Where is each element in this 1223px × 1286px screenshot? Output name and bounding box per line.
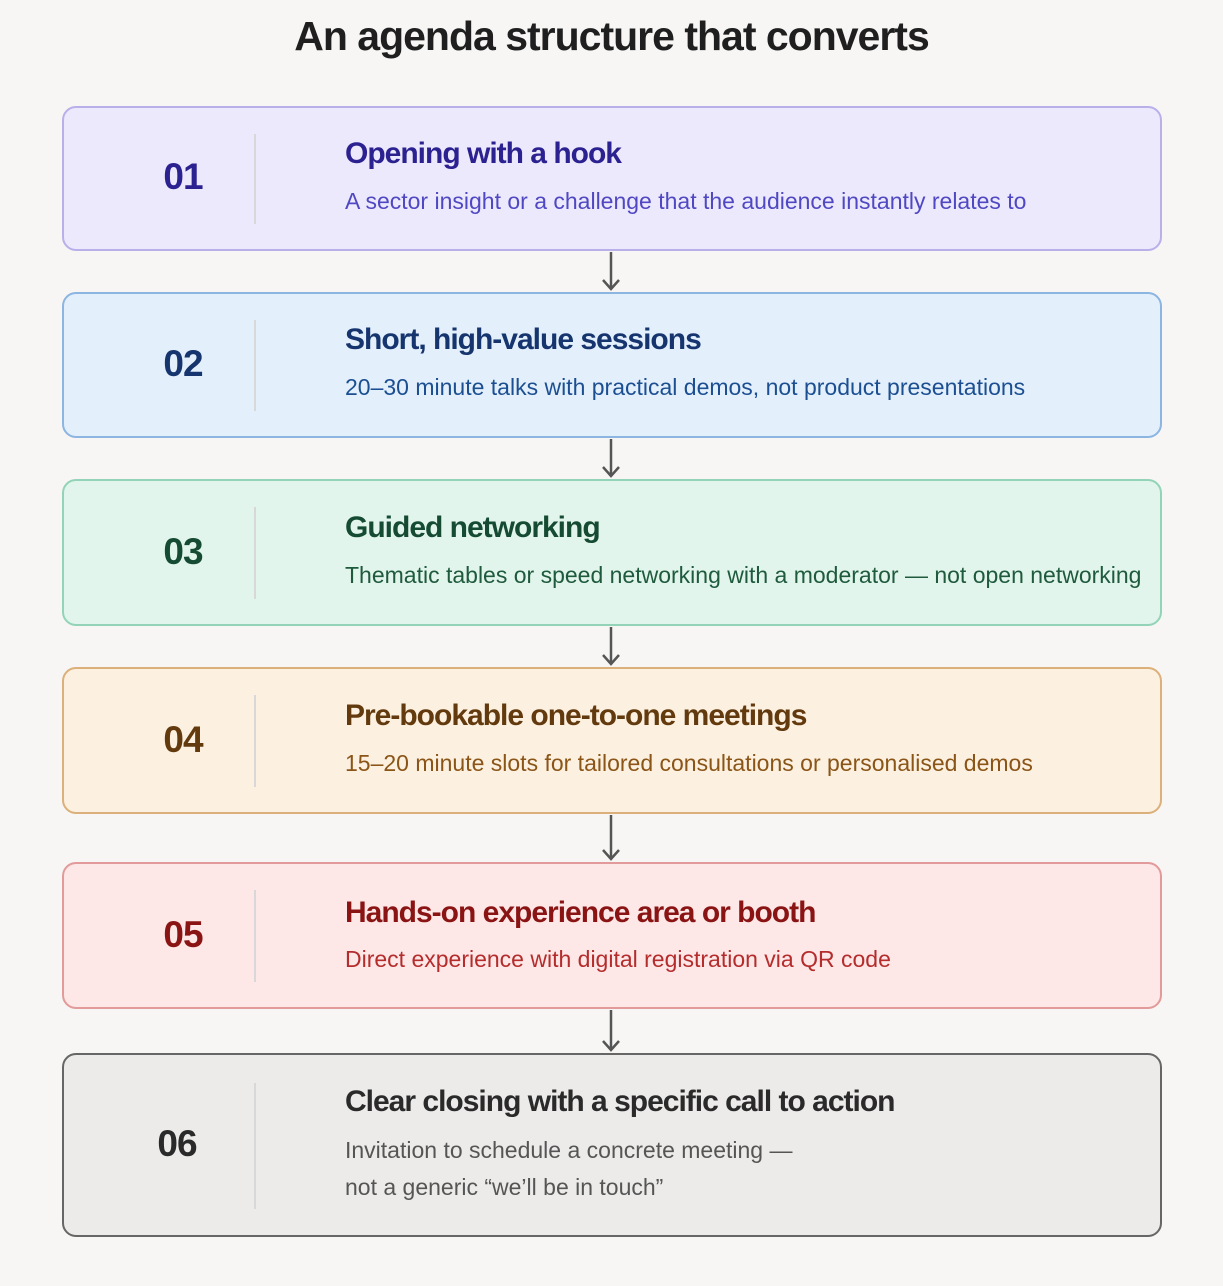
step-card-01: 01 Opening with a hook A sector insight … — [62, 106, 1162, 251]
step-description-line-1: Invitation to schedule a concrete meetin… — [345, 1137, 793, 1163]
step-heading: Opening with a hook — [345, 137, 622, 170]
step-number: 01 — [163, 156, 203, 197]
step-card-02: 02 Short, high-value sessions 20–30 minu… — [62, 292, 1162, 438]
step-divider — [254, 695, 256, 787]
step-description: A sector insight or a challenge that the… — [345, 188, 1027, 214]
step-heading: Clear closing with a specific call to ac… — [345, 1085, 895, 1118]
step-heading: Pre-bookable one-to-one meetings — [345, 699, 807, 732]
step-card-06: 06 Clear closing with a specific call to… — [62, 1053, 1162, 1237]
step-number: 02 — [163, 343, 203, 384]
step-divider — [254, 320, 256, 411]
step-heading: Short, high-value sessions — [345, 323, 702, 356]
step-divider — [254, 890, 256, 982]
step-heading: Hands-on experience area or booth — [345, 896, 816, 929]
arrow-down-icon — [602, 439, 620, 478]
step-number: 06 — [157, 1123, 197, 1164]
arrow-down-icon — [602, 815, 620, 861]
step-divider — [254, 1083, 256, 1209]
step-number: 03 — [163, 531, 203, 572]
step-heading: Guided networking — [345, 511, 601, 544]
page-title: An agenda structure that converts — [294, 13, 930, 59]
step-number: 04 — [163, 719, 203, 760]
step-description: 20–30 minute talks with practical demos,… — [345, 374, 1026, 400]
arrow-down-icon — [602, 252, 620, 291]
step-divider — [254, 507, 256, 599]
arrow-down-icon — [602, 627, 620, 666]
step-description: Thematic tables or speed networking with… — [345, 562, 1142, 588]
step-description: 15–20 minute slots for tailored consulta… — [345, 750, 1033, 776]
step-description: Direct experience with digital registrat… — [345, 946, 891, 972]
step-description-line-2: not a generic “we’ll be in touch” — [345, 1174, 664, 1200]
step-card-03: 03 Guided networking Thematic tables or … — [62, 479, 1162, 626]
arrow-down-icon — [602, 1010, 620, 1052]
step-card-04: 04 Pre-bookable one-to-one meetings 15–2… — [62, 667, 1162, 814]
step-divider — [254, 134, 256, 224]
step-card-05: 05 Hands-on experience area or booth Dir… — [62, 862, 1162, 1009]
step-number: 05 — [163, 914, 203, 955]
